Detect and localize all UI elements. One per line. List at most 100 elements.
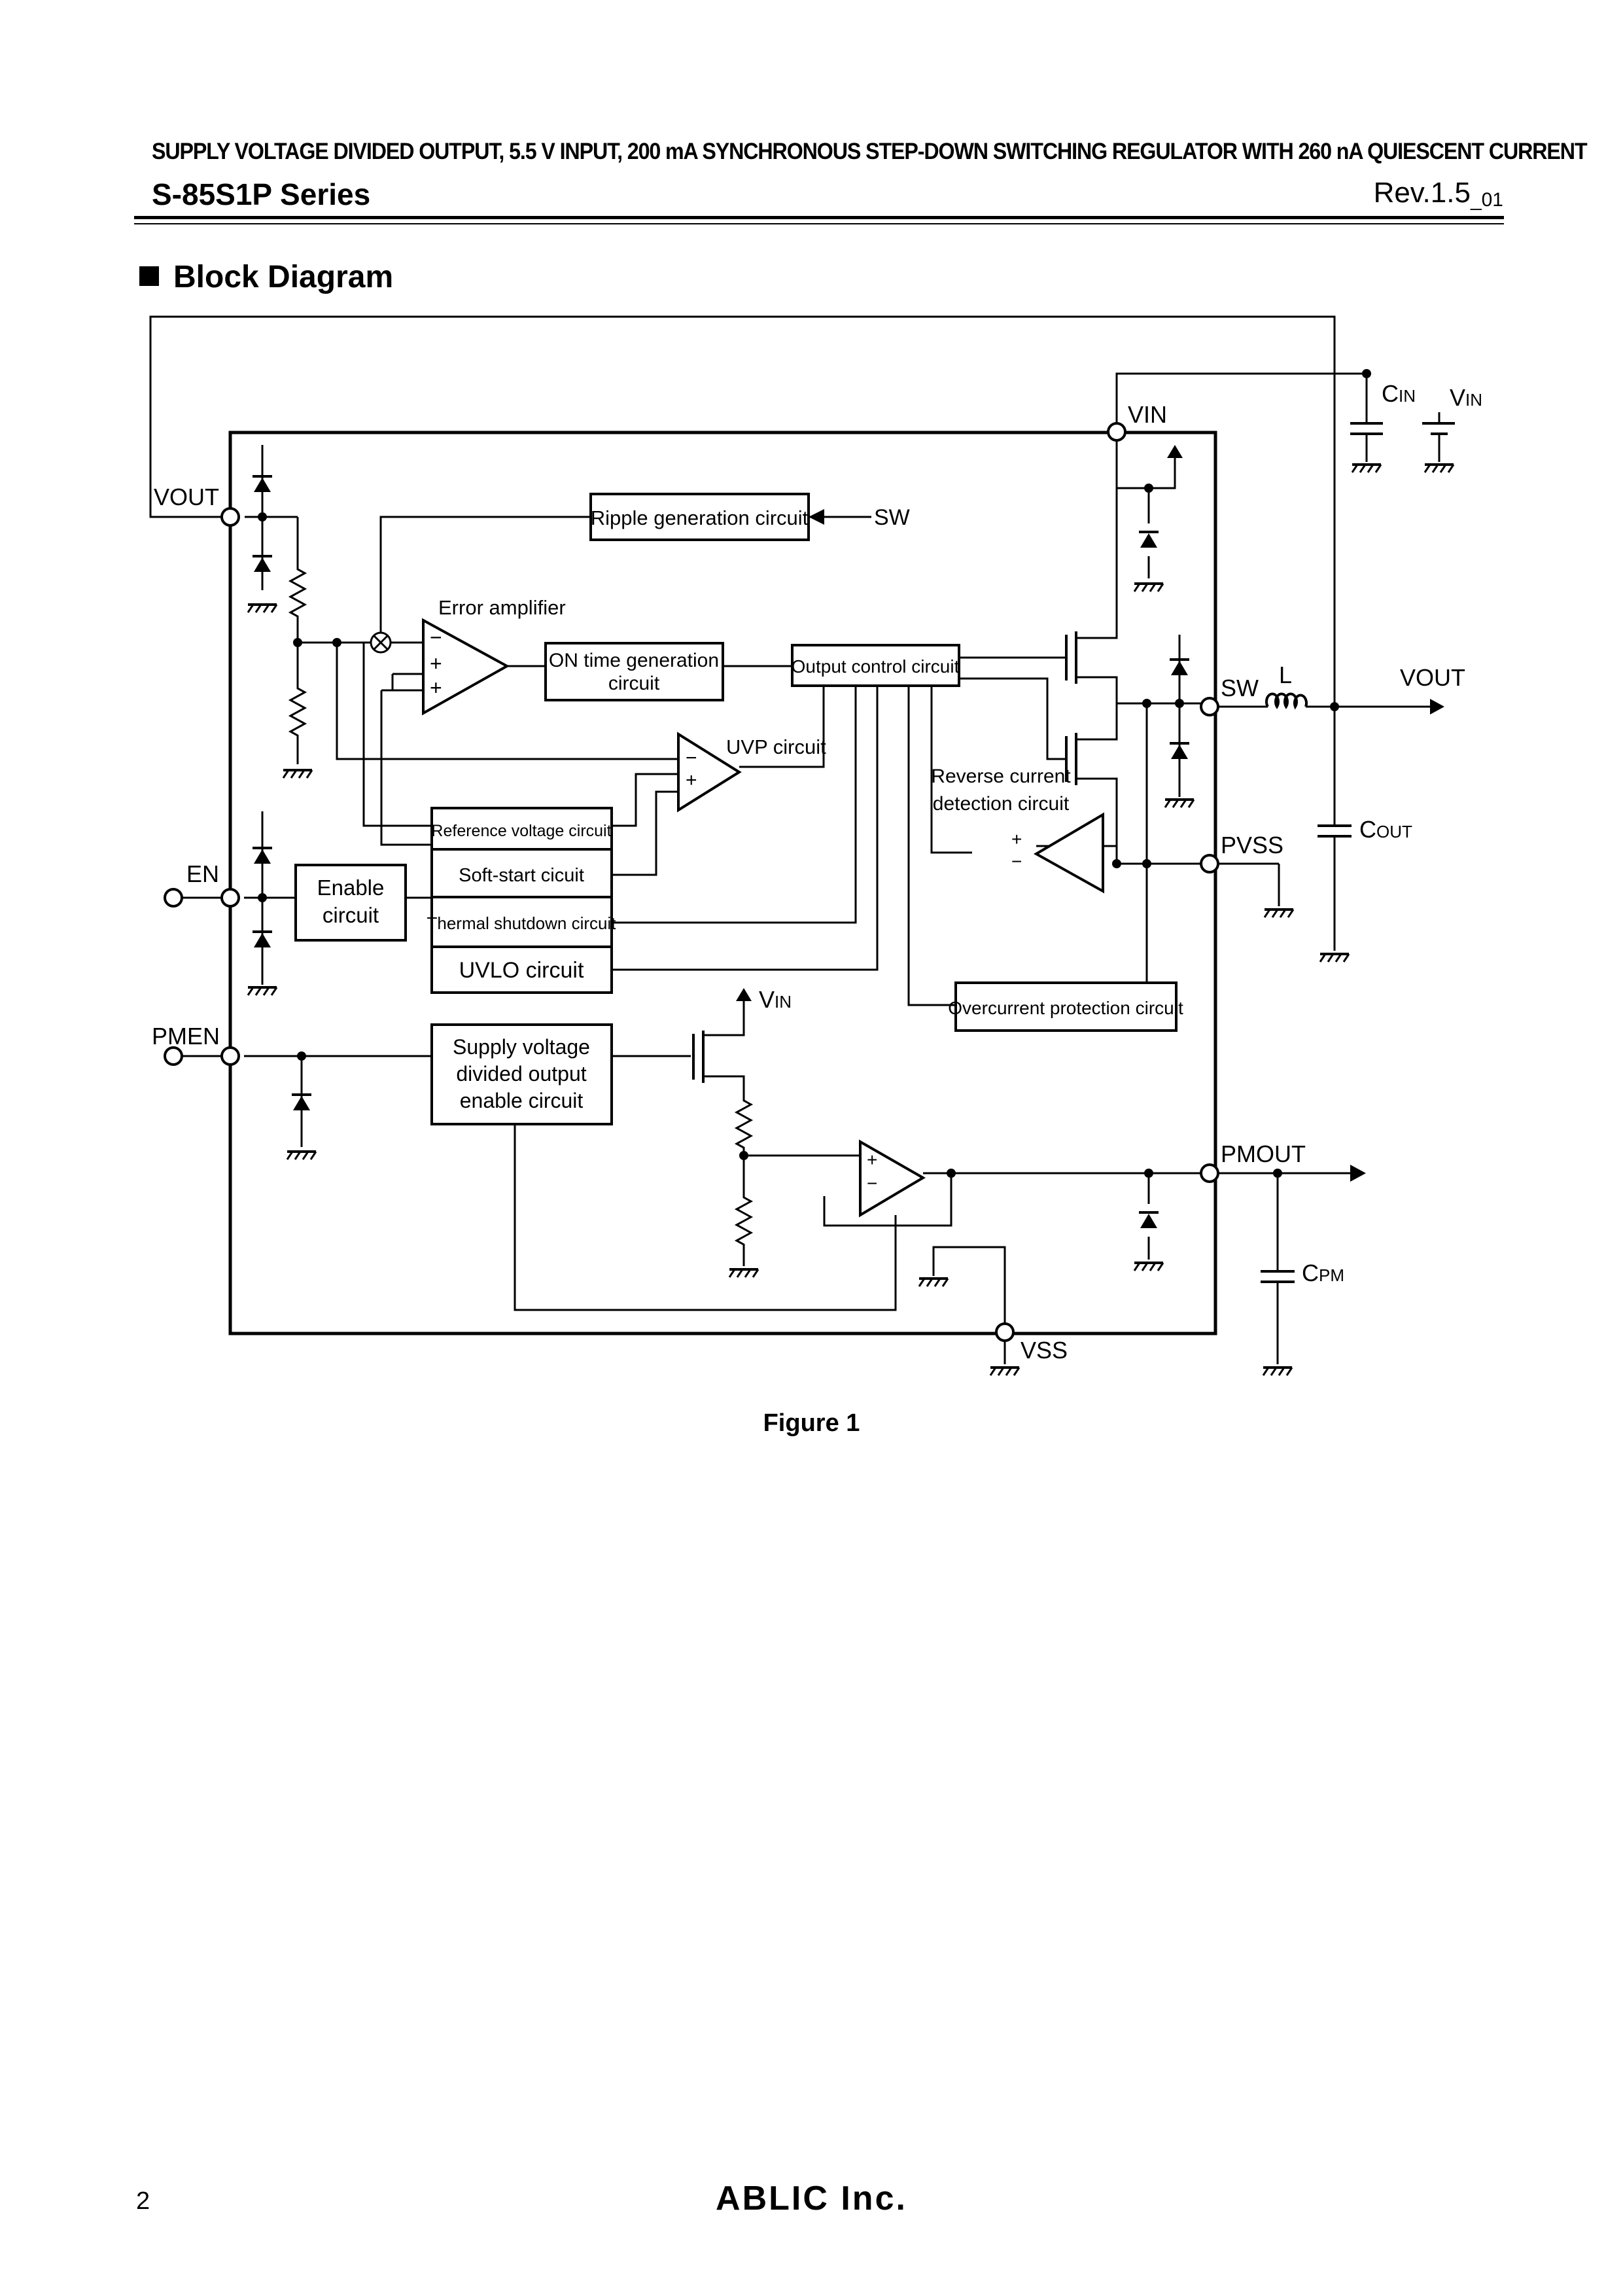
pin-en-terminal (164, 888, 183, 908)
enable-circuit-label: circuit (323, 903, 379, 927)
pin-pmout-terminal (1200, 1163, 1219, 1183)
cout-label: COUT (1359, 816, 1412, 843)
uvp-comparator-triangle (677, 732, 742, 813)
page-number: 2 (136, 2187, 150, 2215)
ground-icon (1262, 1366, 1293, 1377)
opamp-plus-sign: + (686, 769, 697, 791)
revision: Rev.1.5_01 (1373, 177, 1503, 211)
ripple-block-label: Ripple generation circuit (591, 506, 809, 529)
series-name: S-85S1P Series (152, 177, 371, 211)
uvp-circuit-label: UVP circuit (726, 735, 826, 758)
ground-icon (282, 769, 313, 779)
protection-diode-icon (1168, 658, 1191, 677)
document-title: SUPPLY VOLTAGE DIVIDED OUTPUT, 5.5 V INP… (152, 139, 1588, 164)
internal-vin-label: VIN (759, 986, 792, 1013)
output-control-block (791, 644, 960, 687)
cpm-label: CPM (1302, 1260, 1344, 1286)
pin-pmen-terminal (164, 1046, 183, 1066)
resistor-icon (289, 560, 306, 626)
overcurrent-protection-block (954, 981, 1178, 1032)
protection-diode-icon (1138, 531, 1160, 549)
supply-divided-label: divided output (456, 1062, 586, 1086)
section-heading-text: Block Diagram (173, 260, 394, 294)
uvlo-block (430, 945, 613, 994)
uvlo-label: UVLO circuit (459, 958, 584, 983)
pin-vss-terminal (995, 1322, 1015, 1342)
thermal-shutdown-label: Thermal shutdown circuit (427, 913, 617, 933)
reverse-current-label: Reverse current (931, 766, 1071, 787)
opamp-plus-sign: + (430, 676, 442, 699)
ground-icon (728, 1268, 759, 1279)
square-bullet-icon (139, 266, 159, 286)
ground-icon (989, 1366, 1021, 1377)
enable-circuit-label: Enable (317, 875, 385, 900)
pmout-buffer-triangle (859, 1139, 926, 1218)
pin-vss-label: VSS (1021, 1337, 1068, 1364)
pin-vout-label: VOUT (154, 484, 219, 510)
ripple-sw-input-label: SW (874, 505, 910, 530)
pin-pmout-label: PMOUT (1221, 1140, 1306, 1167)
ripple-generation-block (589, 493, 810, 541)
inductor-label: L (1279, 662, 1292, 688)
on-time-block-label: circuit (608, 673, 660, 694)
revision-suffix: _01 (1470, 189, 1503, 211)
protection-diode-icon (251, 475, 273, 493)
opamp-minus-sign: − (1011, 851, 1022, 872)
ground-icon (286, 1150, 317, 1161)
pin-sw-label: SW (1221, 675, 1259, 701)
resistor-icon (735, 1091, 752, 1157)
header-rule-thin (134, 223, 1504, 224)
pin-vout-terminal (220, 507, 240, 527)
opamp-minus-sign: − (430, 626, 442, 649)
opamp-plus-sign: + (867, 1150, 877, 1170)
arrow-icon (1167, 445, 1183, 458)
opamp-plus-sign: + (430, 652, 442, 675)
vin-source-label: VIN (1450, 384, 1482, 411)
pin-vin-terminal (1107, 422, 1126, 442)
soft-start-block (430, 848, 613, 898)
company-logo: ABLIC Inc. (716, 2180, 907, 2217)
ground-icon (1423, 463, 1455, 474)
pin-pmen-label: PMEN (152, 1023, 220, 1050)
arrow-icon (1350, 1165, 1366, 1182)
inductor-icon (1265, 692, 1308, 710)
opamp-minus-sign: − (686, 747, 697, 769)
pin-pvss-terminal (1200, 854, 1219, 874)
ground-icon (1164, 798, 1195, 809)
ground-icon (918, 1277, 949, 1288)
protection-diode-icon (251, 555, 273, 573)
thermal-shutdown-block (430, 896, 613, 948)
pin-pvss-label: PVSS (1221, 832, 1283, 858)
pin-sw-terminal (1200, 697, 1219, 716)
reference-voltage-block (430, 807, 613, 851)
on-time-generation-block (544, 642, 724, 701)
supply-divided-enable-block (430, 1023, 613, 1125)
cin-label: CIN (1382, 380, 1416, 407)
protection-diode-icon (251, 847, 273, 865)
opamp-plus-sign: + (1011, 829, 1022, 849)
arrow-icon (809, 509, 824, 525)
output-control-label: Output control circuit (792, 656, 960, 677)
header-rule-thick (134, 216, 1504, 219)
output-vout-label: VOUT (1400, 664, 1465, 691)
ground-icon (1133, 1262, 1164, 1272)
error-amplifier-label: Error amplifier (438, 596, 566, 619)
ground-icon (1351, 463, 1382, 474)
resistor-icon (735, 1188, 752, 1254)
protection-diode-icon (1168, 742, 1191, 760)
supply-divided-label: enable circuit (460, 1089, 584, 1112)
protection-diode-icon (290, 1093, 313, 1112)
soft-start-label: Soft-start cicuit (459, 865, 584, 886)
protection-diode-icon (1138, 1211, 1160, 1229)
protection-diode-icon (251, 930, 273, 949)
reverse-current-label: detection circuit (933, 793, 1070, 815)
section-heading: Block Diagram (139, 259, 393, 295)
on-time-block-label: ON time generation (549, 650, 719, 671)
revision-number: Rev.1.5 (1373, 177, 1471, 209)
ground-icon (1133, 582, 1164, 593)
ground-icon (247, 603, 278, 614)
pin-en-label: EN (186, 860, 219, 887)
reference-voltage-label: Reference voltage circuit (431, 822, 611, 840)
reverse-current-comparator-triangle (1033, 812, 1104, 894)
